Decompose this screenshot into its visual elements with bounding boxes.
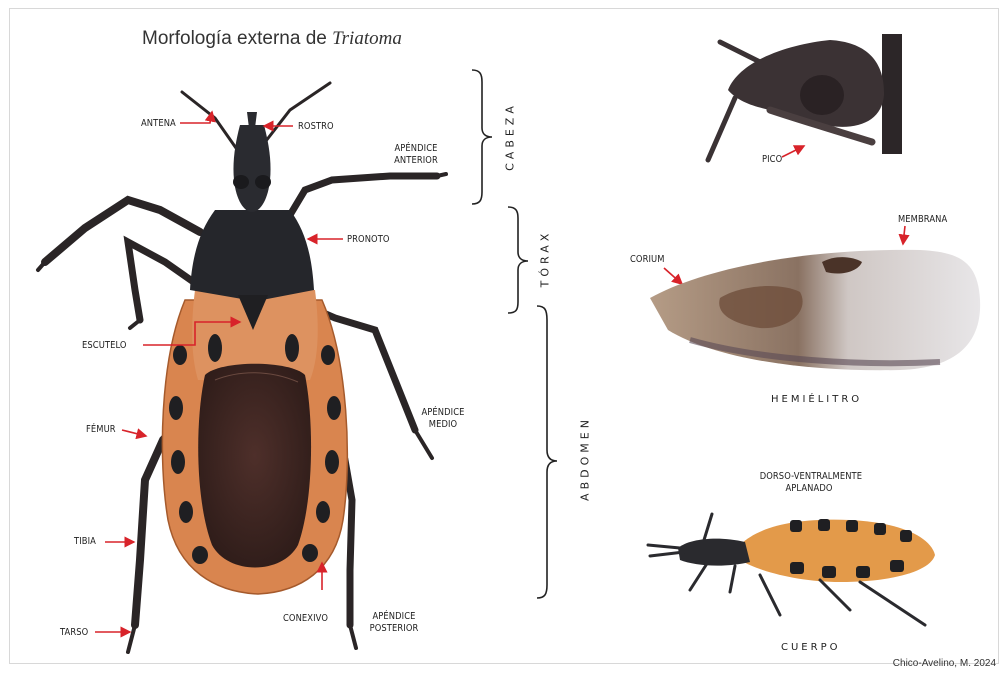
label-rostro: ROSTRO: [298, 121, 334, 133]
label-apendice-anterior-line2: ANTERIOR: [389, 155, 444, 167]
label-corium: CORIUM: [630, 254, 665, 266]
region-cabeza: CABEZA: [504, 97, 517, 177]
label-dorso-ventral: DORSO-VENTRALMENTE APLANADO: [760, 471, 859, 495]
label-apendice-posterior: APÉNDICE POSTERIOR: [367, 611, 422, 635]
side-body-image: [648, 514, 935, 625]
region-abdomen: ABDOMEN: [579, 404, 592, 514]
label-conexivo: CONEXIVO: [283, 613, 328, 625]
label-apendice-posterior-line2: POSTERIOR: [367, 623, 422, 635]
label-cuerpo: CUERPO: [781, 642, 840, 653]
label-tarso: TARSO: [60, 627, 88, 639]
region-torax: TÓRAX: [539, 224, 552, 294]
main-insect: [38, 83, 446, 652]
head-closeup: [708, 34, 902, 160]
label-apendice-medio-line2: MEDIO: [416, 419, 471, 431]
label-apendice-medio-line1: APÉNDICE: [416, 407, 471, 419]
credit-text: Chico-Avelino, M. 2024: [893, 658, 996, 669]
label-dorso-line1: DORSO-VENTRALMENTE: [760, 471, 859, 483]
label-antena: ANTENA: [141, 118, 176, 130]
label-tibia: TIBIA: [74, 536, 96, 548]
label-escutelo: ESCUTELO: [82, 340, 127, 352]
label-pronoto: PRONOTO: [347, 234, 390, 246]
label-hemielitro: HEMIÉLITRO: [771, 394, 862, 405]
label-apendice-posterior-line1: APÉNDICE: [367, 611, 422, 623]
label-femur: FÉMUR: [86, 424, 116, 436]
label-apendice-medio: APÉNDICE MEDIO: [416, 407, 471, 431]
label-dorso-line2: APLANADO: [760, 483, 859, 495]
label-apendice-anterior: APÉNDICE ANTERIOR: [389, 143, 444, 167]
label-apendice-anterior-line1: APÉNDICE: [389, 143, 444, 155]
hemelytron-image: [650, 250, 980, 370]
label-pico: PICO: [762, 154, 782, 166]
label-membrana: MEMBRANA: [898, 214, 947, 226]
